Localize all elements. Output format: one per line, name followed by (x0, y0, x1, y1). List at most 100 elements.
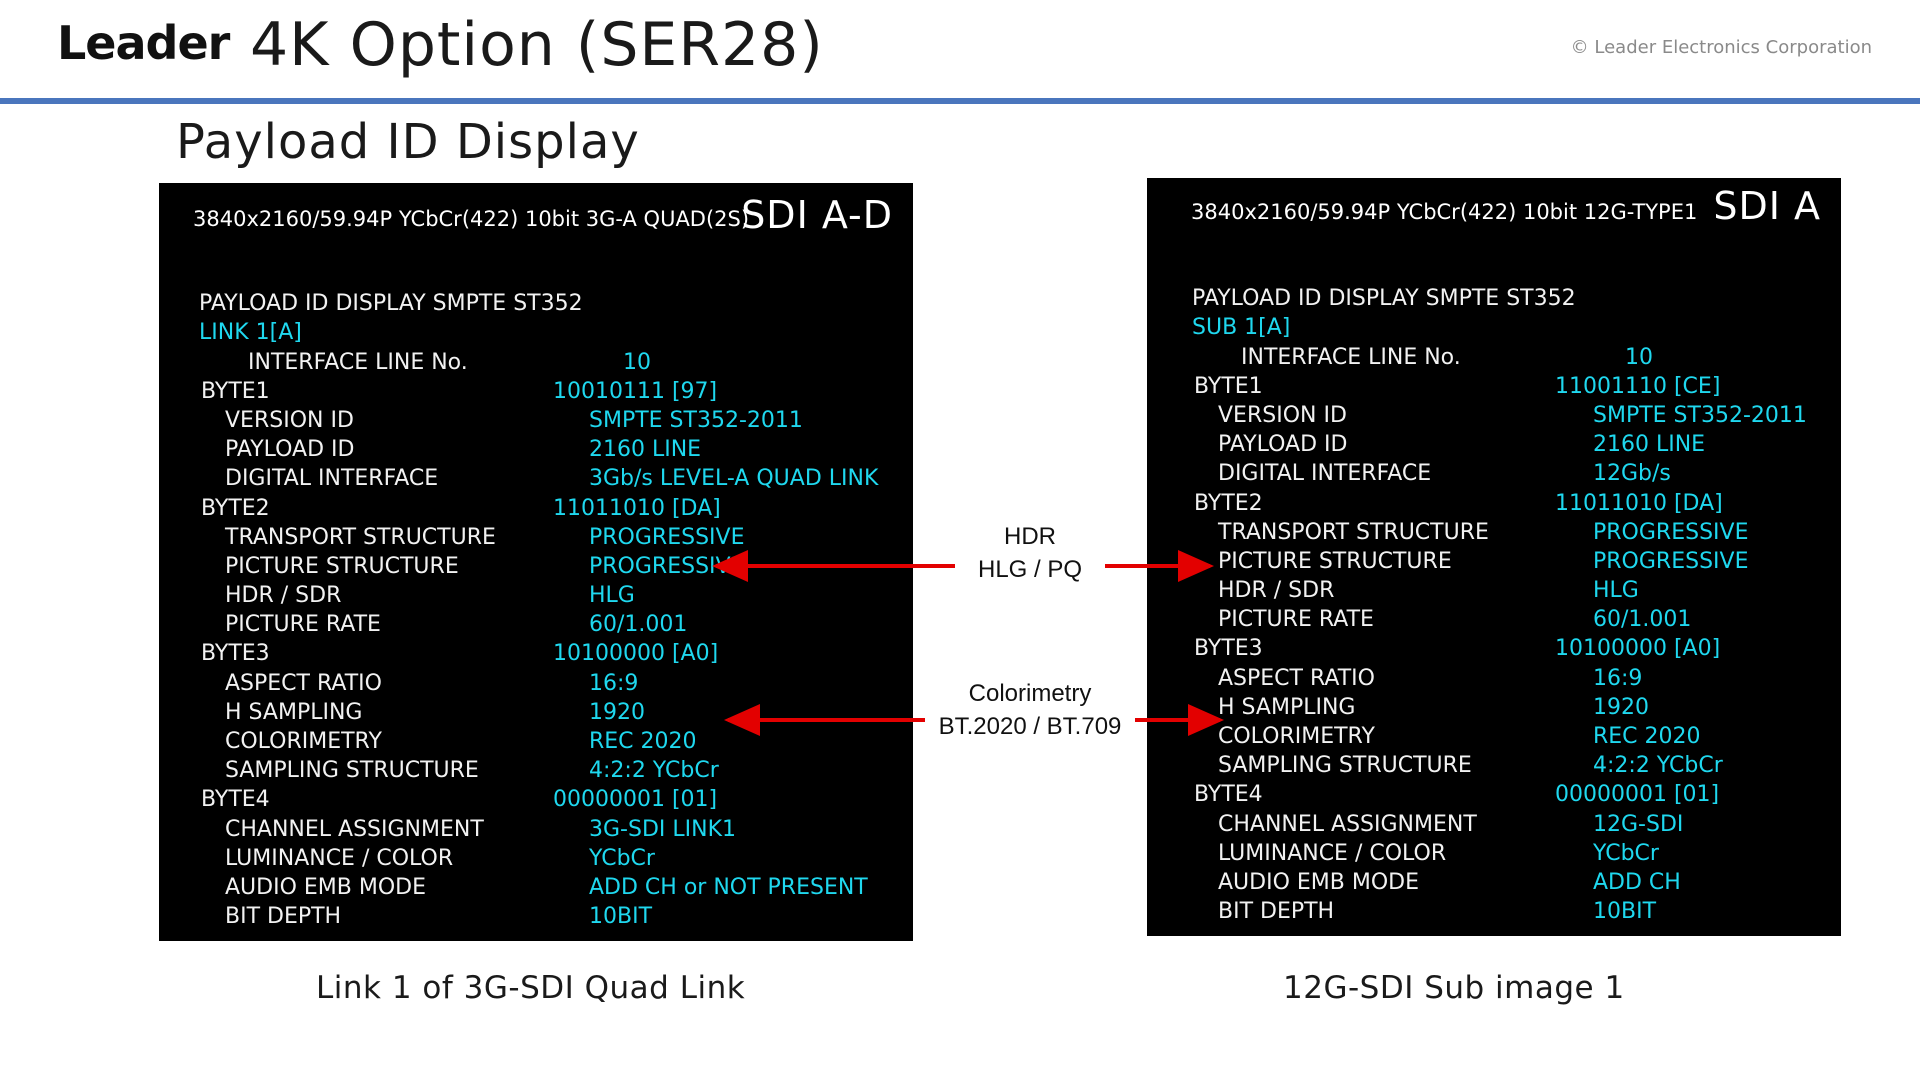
row-label: LINK 1[A] (199, 320, 302, 346)
screen-format-header: 3840x2160/59.94P YCbCr(422) 10bit 3G-A Q… (193, 207, 750, 231)
row-label: BIT DEPTH (1218, 899, 1335, 925)
row-label: INTERFACE LINE No. (1241, 344, 1461, 370)
payload-id-screen-3g-quad-link: 3840x2160/59.94P YCbCr(422) 10bit 3G-A Q… (159, 183, 913, 941)
row-value: 10BIT (1593, 899, 1657, 925)
header-divider (0, 98, 1920, 104)
row-value: 11001110 [CE] (1555, 373, 1721, 399)
colorimetry-annotation: Colorimetry BT.2020 / BT.709 (920, 677, 1140, 743)
row-label: PICTURE STRUCTURE (1218, 548, 1452, 574)
row-label: HDR / SDR (225, 583, 342, 609)
row-value: 10100000 [A0] (553, 641, 719, 667)
caption-left-screen: Link 1 of 3G-SDI Quad Link (316, 970, 746, 1006)
row-value: 2160 LINE (1593, 432, 1706, 458)
row-label: TRANSPORT STRUCTURE (225, 524, 496, 550)
payload-id-screen-12g-sub-image: 3840x2160/59.94P YCbCr(422) 10bit 12G-TY… (1147, 178, 1841, 936)
row-value: 16:9 (589, 670, 639, 696)
row-label: H SAMPLING (1218, 694, 1356, 720)
row-value: REC 2020 (589, 729, 697, 754)
row-label: BYTE3 (1194, 636, 1263, 662)
table-row: BIT DEPTH 10BIT (1147, 897, 1841, 926)
table-row: SAMPLING STRUCTURE 4:2:2 YCbCr (1147, 751, 1841, 780)
row-label: BYTE4 (1194, 782, 1263, 808)
row-value: SMPTE ST352-2011 (1593, 402, 1807, 428)
row-value: 3Gb/s LEVEL-A QUAD LINK (589, 466, 879, 492)
screen-format-header: 3840x2160/59.94P YCbCr(422) 10bit 12G-TY… (1191, 200, 1698, 224)
row-label: PAYLOAD ID DISPLAY SMPTE ST352 (1192, 286, 1576, 312)
table-row: BYTE1 10010111 [97] (159, 377, 913, 406)
table-row: SUB 1[A] (1147, 313, 1841, 342)
row-label: SAMPLING STRUCTURE (1218, 753, 1472, 779)
row-label: HDR / SDR (1218, 578, 1335, 604)
table-row: PICTURE RATE 60/1.001 (159, 610, 913, 639)
section-title: Payload ID Display (176, 114, 640, 170)
hdr-annotation-values: HLG / PQ (977, 556, 1083, 583)
row-label: AUDIO EMB MODE (225, 874, 426, 900)
row-label: BYTE2 (1194, 490, 1263, 516)
row-value: 60/1.001 (1593, 607, 1692, 633)
leader-logo: Leader (57, 16, 230, 70)
row-value: 1920 (589, 699, 645, 725)
row-value: REC 2020 (1593, 724, 1701, 749)
row-label: VERSION ID (225, 407, 354, 433)
copyright-notice: © Leader Electronics Corporation (1570, 37, 1872, 58)
row-label: PAYLOAD ID DISPLAY SMPTE ST352 (199, 291, 583, 317)
row-value: SMPTE ST352-2011 (589, 407, 803, 433)
row-label: INTERFACE LINE No. (248, 349, 468, 375)
row-value: 10010111 [97] (553, 378, 718, 404)
row-value: 60/1.001 (589, 612, 688, 638)
row-value: YCbCr (1593, 840, 1659, 866)
row-label: BYTE1 (201, 378, 270, 404)
row-value: 10100000 [A0] (1555, 636, 1721, 662)
row-label: CHANNEL ASSIGNMENT (225, 816, 484, 842)
row-label: ASPECT RATIO (225, 670, 382, 696)
table-row: PAYLOAD ID DISPLAY SMPTE ST352 (1147, 284, 1841, 313)
row-label: DIGITAL INTERFACE (225, 466, 439, 492)
row-label: PICTURE RATE (225, 612, 381, 638)
table-row: INTERFACE LINE No.10 (1147, 343, 1841, 372)
row-value: ADD CH or NOT PRESENT (589, 874, 868, 900)
row-value: 00000001 [01] (553, 787, 718, 813)
row-value: YCbCr (589, 845, 655, 871)
row-label: BYTE1 (1194, 373, 1263, 399)
row-label: CHANNEL ASSIGNMENT (1218, 811, 1477, 837)
colorimetry-annotation-values: BT.2020 / BT.709 (938, 713, 1122, 740)
row-label: SUB 1[A] (1192, 315, 1291, 341)
row-value: 00000001 [01] (1555, 782, 1720, 808)
row-label: PICTURE STRUCTURE (225, 553, 459, 579)
hdr-annotation-title: HDR (1004, 523, 1056, 550)
caption-right-screen: 12G-SDI Sub image 1 (1283, 970, 1625, 1006)
row-label: TRANSPORT STRUCTURE (1218, 519, 1489, 545)
page-title: 4K Option (SER28) (250, 10, 824, 80)
row-value: 11011010 [DA] (1555, 490, 1723, 516)
table-row: BYTE2 11011010 [DA] (1147, 489, 1841, 518)
row-label: BIT DEPTH (225, 904, 342, 930)
table-row: BYTE4 00000001 [01] (1147, 780, 1841, 809)
row-value: 12Gb/s (1593, 461, 1671, 487)
row-value: 4:2:2 YCbCr (1593, 753, 1723, 779)
table-row: AUDIO EMB MODE ADD CH or NOT PRESENT (159, 873, 913, 902)
table-row: INTERFACE LINE No. 10 (159, 348, 913, 377)
table-row: DIGITAL INTERFACE 3Gb/s LEVEL-A QUAD LINK (159, 464, 913, 493)
row-value: 12G-SDI (1593, 811, 1684, 837)
row-label: PICTURE RATE (1218, 607, 1374, 633)
row-value: 1920 (1593, 694, 1649, 720)
row-value: 10 (623, 349, 651, 375)
